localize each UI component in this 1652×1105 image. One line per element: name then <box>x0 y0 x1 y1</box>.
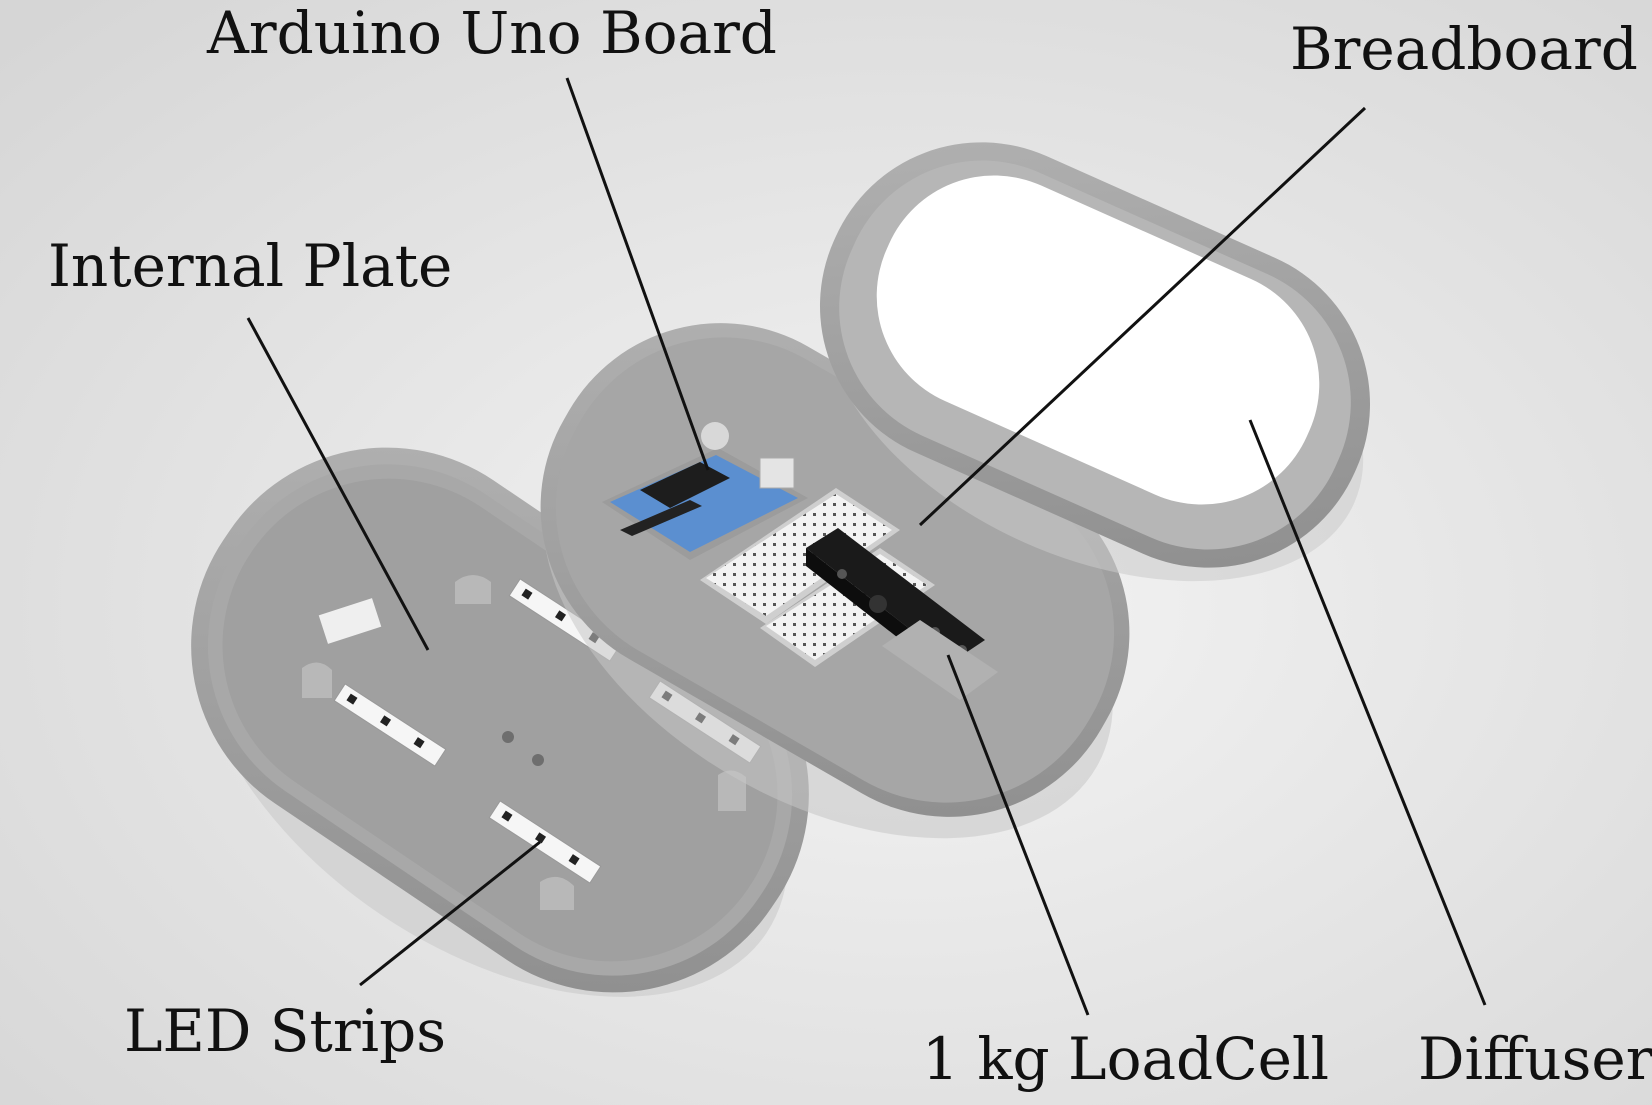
plate-hole <box>532 754 544 766</box>
label-breadboard: Breadboard <box>1290 20 1638 78</box>
plate-clip <box>455 575 491 604</box>
label-diffuser: Diffuser <box>1418 1030 1652 1088</box>
label-arduino-uno-board: Arduino Uno Board <box>207 4 777 62</box>
plate-clip <box>540 877 574 910</box>
plate-clip <box>302 662 332 698</box>
plate-hole <box>502 731 514 743</box>
label-internal-plate: Internal Plate <box>48 237 452 295</box>
label-led-strips: LED Strips <box>124 1002 446 1060</box>
label-loadcell: 1 kg LoadCell <box>922 1030 1329 1088</box>
